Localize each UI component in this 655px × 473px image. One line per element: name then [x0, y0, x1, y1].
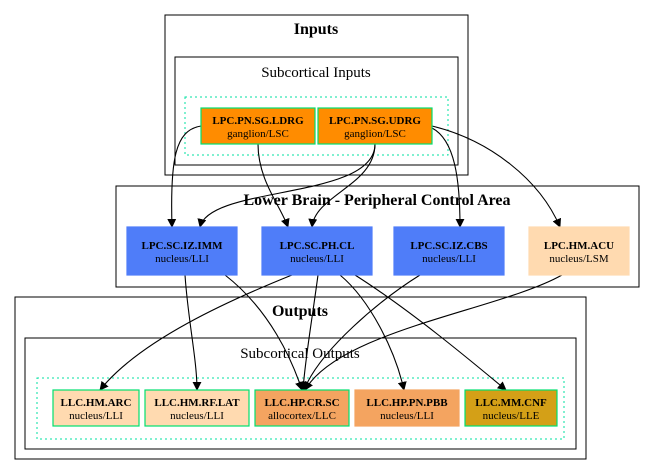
node-ldrg-subtitle: ganglion/LSC	[227, 128, 289, 140]
edge-ldrg-imm	[167, 125, 202, 228]
node-acu-subtitle: nucleus/LSM	[549, 253, 608, 265]
node-cnf-box	[464, 389, 558, 427]
cluster-subcortical-inputs-title: Subcortical Inputs	[261, 65, 371, 81]
cluster-outputs: Outputs	[14, 296, 587, 460]
node-pbb-box	[354, 389, 460, 427]
edge-ldrg-cl	[257, 143, 290, 228]
node-lat-subtitle: nucleus/LLI	[170, 410, 224, 422]
node-sc-title: LLC.HP.CR.SC	[264, 397, 339, 409]
edge-imm-sc	[224, 274, 304, 391]
cluster-lower-brain: Lower Brain - Peripheral Control Area	[115, 185, 640, 288]
node-sc-box	[254, 389, 350, 427]
node-imm-title: LPC.SC.IZ.IMM	[142, 240, 224, 252]
node-lat-box	[144, 389, 250, 427]
edges-layer	[99, 125, 563, 391]
node-imm-box	[126, 226, 238, 276]
edge-acu-sc	[304, 274, 563, 391]
cluster-lower-brain-title: Lower Brain - Peripheral Control Area	[243, 192, 510, 209]
node-udrg-subtitle: ganglion/LSC	[344, 128, 406, 140]
node-acu-title: LPC.HM.ACU	[544, 240, 614, 252]
node-acu-box	[528, 226, 630, 276]
node-imm-subtitle: nucleus/LLI	[155, 253, 209, 265]
node-lat-title: LLC.HM.RF.LAT	[154, 397, 240, 409]
node-cnf-subtitle: nucleus/LLE	[483, 410, 540, 422]
node-cnf-title: LLC.MM.CNF	[475, 397, 547, 409]
node-ldrg-box	[200, 107, 316, 145]
node-arc-box	[52, 389, 140, 427]
edge-imm-lat	[184, 274, 202, 391]
node-cbs-subtitle: nucleus/LLI	[422, 253, 476, 265]
node-ldrg-title: LPC.PN.SG.LDRG	[212, 115, 304, 127]
node-udrg-box	[317, 107, 433, 145]
node-arc-subtitle: nucleus/LLI	[69, 410, 123, 422]
node-cbs-title: LPC.SC.IZ.CBS	[410, 240, 487, 252]
edge-udrg-cl	[308, 143, 376, 228]
cluster-subcortical-inputs: Subcortical Inputs	[174, 56, 459, 166]
cluster-inputs-title: Inputs	[294, 21, 338, 38]
node-sc-subtitle: allocortex/LLC	[268, 410, 336, 422]
node-pbb-title: LLC.HP.PN.PBB	[366, 397, 448, 409]
nodes-layer: LPC.PN.SG.LDRGganglion/LSCLPC.PN.SG.UDRG…	[52, 107, 630, 427]
node-cl-subtitle: nucleus/LLI	[290, 253, 344, 265]
cluster-subcortical-outputs-title: Subcortical Outputs	[240, 346, 360, 362]
edge-cbs-sc	[302, 274, 421, 391]
node-pbb-subtitle: nucleus/LLI	[380, 410, 434, 422]
edge-udrg-acu	[431, 125, 561, 228]
edge-cl-pbb	[339, 274, 407, 391]
node-cbs-box	[393, 226, 505, 276]
cluster-outputs-title: Outputs	[272, 303, 328, 320]
node-arc-title: LLC.HM.ARC	[61, 397, 132, 409]
node-cl-title: LPC.SC.PH.CL	[280, 240, 355, 252]
edge-cl-cnf	[354, 274, 507, 391]
edge-cl-arc	[99, 274, 293, 391]
edge-cl-sc	[299, 274, 319, 391]
cluster-inputs: Inputs	[164, 14, 469, 176]
edge-udrg-cbs	[431, 127, 465, 228]
node-cl-box	[261, 226, 373, 276]
edge-udrg-imm	[197, 143, 376, 228]
node-udrg-title: LPC.PN.SG.UDRG	[329, 115, 421, 127]
